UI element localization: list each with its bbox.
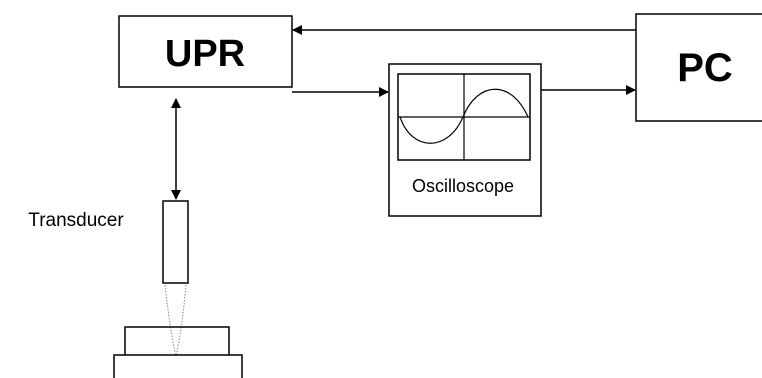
ultrasound-beam [164, 284, 187, 357]
transducer: Transducer [28, 200, 189, 284]
sine-wave-icon [399, 88, 529, 144]
upr-block: UPR [118, 15, 293, 88]
transducer-label: Transducer [28, 210, 124, 231]
upr-label: UPR [165, 33, 245, 75]
oscilloscope-label: Oscilloscope [412, 176, 514, 196]
specimen [113, 326, 243, 378]
pc-block: PC [635, 13, 762, 122]
pc-label: PC [677, 46, 733, 90]
oscilloscope-block: Oscilloscope [388, 63, 542, 217]
